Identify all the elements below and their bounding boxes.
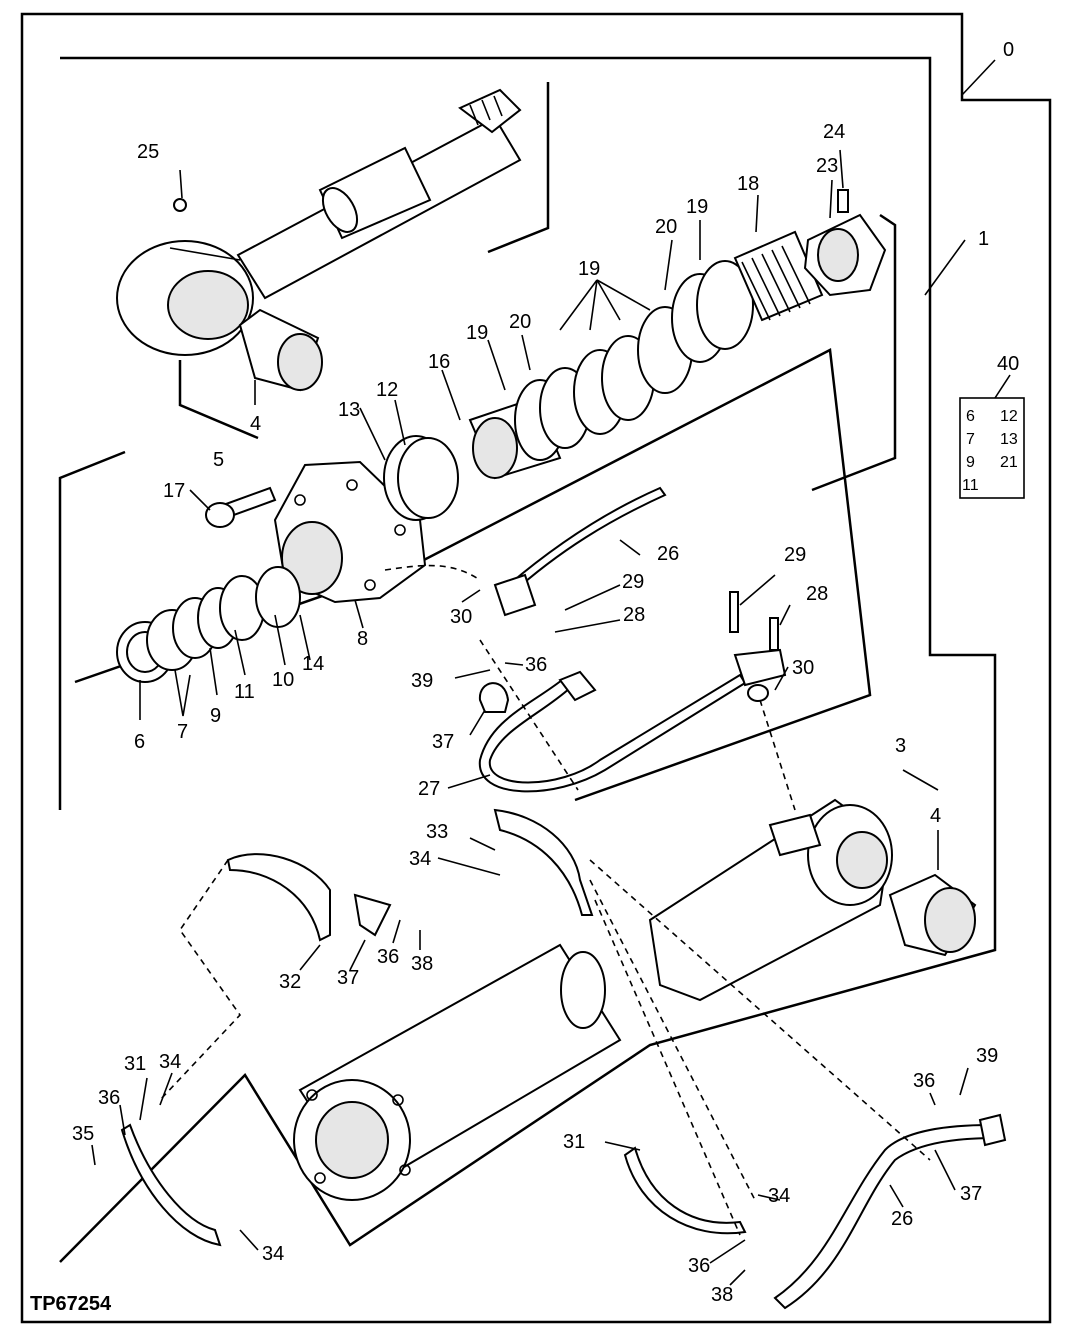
callout-23: 23 xyxy=(816,155,838,177)
callout-36-center: 36 xyxy=(688,1255,710,1277)
callout-36-right: 36 xyxy=(913,1070,935,1092)
callout-12: 12 xyxy=(376,379,398,401)
callout-36-clamp: 36 xyxy=(377,946,399,968)
hydraulic-tube-rod-end xyxy=(493,486,667,617)
callout-0: 0 xyxy=(1003,39,1014,61)
component-boundary-outline xyxy=(59,56,997,1263)
callout-28-right: 28 xyxy=(806,583,828,605)
callout-38-center: 38 xyxy=(711,1284,733,1306)
callout-13: 13 xyxy=(338,399,360,421)
seal-kit-item: 21 xyxy=(1000,454,1018,471)
barrel-eye-bushing xyxy=(888,873,977,957)
callout-19-middle: 19 xyxy=(578,258,600,280)
callout-39-right: 39 xyxy=(976,1045,998,1067)
tube-clamp-lower-left xyxy=(120,1123,222,1247)
callout-29-right: 29 xyxy=(784,544,806,566)
callout-4-rod: 4 xyxy=(250,413,261,435)
callout-36-upper: 36 xyxy=(525,654,547,676)
seal-kit-item: 7 xyxy=(966,431,975,448)
routing-dash-lines xyxy=(159,564,931,1236)
callout-38-clamp: 38 xyxy=(411,953,433,975)
callout-10: 10 xyxy=(272,669,294,691)
callout-11: 11 xyxy=(234,681,255,703)
callout-33: 33 xyxy=(426,821,448,843)
callout-39-upper: 39 xyxy=(411,670,433,692)
hydraulic-tube-lower xyxy=(773,1113,1007,1310)
seal-kit-item: 6 xyxy=(966,408,975,425)
callout-6: 6 xyxy=(134,731,145,753)
callout-4-barrel: 4 xyxy=(930,805,941,827)
rod-eye-bushing xyxy=(238,308,323,392)
callout-26-upper: 26 xyxy=(657,543,679,565)
callout-32: 32 xyxy=(279,971,301,993)
callout-9: 9 xyxy=(210,705,221,727)
callout-5: 5 xyxy=(213,449,224,471)
callout-19-top: 19 xyxy=(686,196,708,218)
callout-26-lower: 26 xyxy=(891,1208,913,1230)
callout-37-upper: 37 xyxy=(432,731,454,753)
callout-8: 8 xyxy=(357,628,368,650)
callout-18: 18 xyxy=(737,173,759,195)
piston-rod xyxy=(236,88,522,300)
callout-35: 35 xyxy=(72,1123,94,1145)
small-clamp xyxy=(478,682,510,713)
assembly-boundary-outline xyxy=(20,12,1052,1324)
callout-20-left: 20 xyxy=(509,311,531,333)
figure-reference-id: TP67254 xyxy=(30,1293,112,1315)
set-screw xyxy=(837,189,849,213)
callout-27: 27 xyxy=(418,778,440,800)
callout-leaders xyxy=(91,59,996,1286)
callout-30-right: 30 xyxy=(792,657,814,679)
rod-eye xyxy=(116,240,254,356)
piston xyxy=(733,230,824,322)
callout-34-left: 34 xyxy=(159,1051,181,1073)
callout-7: 7 xyxy=(177,721,188,743)
callout-16: 16 xyxy=(428,351,450,373)
tube-flange xyxy=(729,591,787,702)
rod-group-bracket xyxy=(178,82,550,440)
callout-36-left: 36 xyxy=(98,1087,120,1109)
callout-40: 40 xyxy=(997,353,1019,375)
callout-34-center: 34 xyxy=(768,1185,790,1207)
callout-1: 1 xyxy=(978,228,989,250)
barrel-head-end xyxy=(648,798,893,1002)
callout-29-left: 29 xyxy=(622,571,644,593)
piston-rings xyxy=(514,260,754,461)
piston-nut xyxy=(803,213,887,297)
callout-3: 3 xyxy=(895,735,906,757)
callout-25: 25 xyxy=(137,141,159,163)
seal-kit-item: 11 xyxy=(962,477,979,494)
seal-kit-item: 9 xyxy=(966,454,975,471)
tube-clamp-upper-left xyxy=(226,853,392,942)
callout-24: 24 xyxy=(823,121,845,143)
callout-14: 14 xyxy=(302,653,324,675)
callout-31-left: 31 xyxy=(124,1053,146,1075)
callout-34-bottom-left: 34 xyxy=(262,1243,284,1265)
tube-clamp-upper-center xyxy=(493,808,594,916)
seal-kit-leader xyxy=(994,374,1011,399)
callout-37-clamp: 37 xyxy=(337,967,359,989)
seal-kit-box xyxy=(959,397,1025,499)
callout-34-upper: 34 xyxy=(409,848,431,870)
callout-20-right: 20 xyxy=(655,216,677,238)
callout-19-left: 19 xyxy=(466,322,488,344)
callout-31-center: 31 xyxy=(563,1131,585,1153)
tube-clamp-lower-center xyxy=(623,1146,747,1235)
cylinder-barrel xyxy=(293,943,622,1201)
grease-fitting xyxy=(173,198,187,212)
hydraulic-tube-head-end xyxy=(478,670,747,793)
callout-17: 17 xyxy=(163,480,185,502)
piston-group-outline xyxy=(58,213,897,810)
callout-28-left: 28 xyxy=(623,604,645,626)
seal-kit-item: 12 xyxy=(1000,408,1018,425)
seal-kit-item: 13 xyxy=(1000,431,1018,448)
head-cap-screw xyxy=(205,486,277,528)
callout-30-left: 30 xyxy=(450,606,472,628)
callout-37-right: 37 xyxy=(960,1183,982,1205)
head-seal-rings xyxy=(116,435,459,683)
